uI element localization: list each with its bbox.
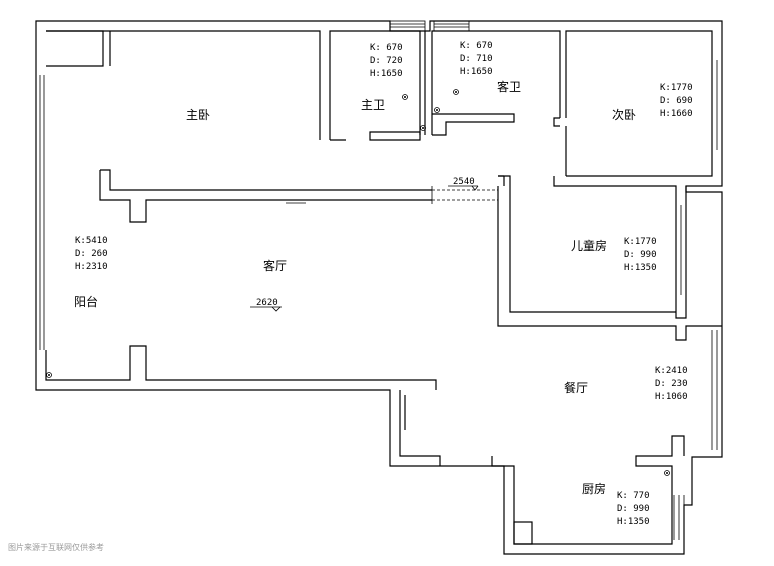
svg-text:D: 230: D: 230: [655, 379, 688, 389]
inner-wall: [46, 30, 713, 177]
dimension-living: 2620: [250, 298, 282, 312]
svg-text:K:5410: K:5410: [75, 236, 108, 246]
kids-room-wall: [497, 175, 722, 341]
dining-window: [711, 330, 723, 450]
room-label-master-bath: 主卫: [361, 98, 385, 112]
room-label-kitchen: 厨房: [582, 481, 606, 496]
svg-text:D: 720: D: 720: [370, 56, 403, 66]
svg-text:H:1350: H:1350: [617, 517, 650, 527]
dimension-corridor: 2540: [448, 177, 479, 191]
kitchen-cabinet: [513, 521, 533, 545]
room-label-kids-room: 儿童房: [571, 238, 607, 253]
svg-text:2620: 2620: [256, 298, 278, 308]
corridor-wall-top: [100, 169, 432, 191]
svg-text:D: 990: D: 990: [624, 250, 657, 260]
room-label-living-room: 客厅: [263, 258, 287, 273]
drain-icon: [46, 89, 670, 476]
kids-room-window: [675, 205, 687, 295]
svg-text:D: 990: D: 990: [617, 504, 650, 514]
kitchen-window: [673, 495, 685, 540]
svg-text:K: 770: K: 770: [617, 491, 650, 501]
spec-dining-room: K:2410 D: 230 H:1060: [655, 366, 688, 402]
watermark: 图片来源于互联网仅供参考: [8, 542, 104, 552]
svg-text:K:1770: K:1770: [660, 83, 693, 93]
living-entry-wall: [399, 390, 441, 466]
svg-text:K: 670: K: 670: [460, 41, 493, 51]
spec-living-room: K:5410 D: 260 H:2310: [75, 236, 108, 272]
kitchen-wall: [491, 435, 685, 545]
outer-wall: [35, 20, 723, 555]
bathroom-vents: [389, 20, 470, 32]
master-bath-walls: [330, 131, 421, 141]
balcony-window: [35, 75, 45, 350]
svg-text:H:1350: H:1350: [624, 263, 657, 273]
spec-kitchen: K: 770 D: 990 H:1350: [617, 491, 650, 527]
svg-text:2540: 2540: [453, 177, 475, 187]
spec-master-bath: K: 670 D: 720 H:1650: [370, 43, 403, 79]
svg-text:K:1770: K:1770: [624, 237, 657, 247]
second-bedroom-wall: [553, 117, 687, 319]
room-label-dining-room: 餐厅: [564, 380, 588, 395]
svg-text:H:2310: H:2310: [75, 262, 108, 272]
wardrobe-niche: [46, 30, 104, 67]
svg-text:H:1650: H:1650: [460, 67, 493, 77]
room-label-balcony: 阳台: [74, 294, 98, 309]
svg-text:K: 670: K: 670: [370, 43, 403, 53]
second-bedroom-window: [711, 60, 723, 150]
room-label-guest-bath: 客卫: [497, 79, 521, 94]
svg-text:H:1060: H:1060: [655, 392, 688, 402]
svg-text:K:2410: K:2410: [655, 366, 688, 376]
svg-text:H:1650: H:1650: [370, 69, 403, 79]
corridor-wall-bottom: [99, 170, 432, 223]
room-label-second-bedroom: 次卧: [612, 108, 636, 122]
living-lower-wall: [45, 345, 437, 390]
svg-text:D: 690: D: 690: [660, 96, 693, 106]
room-label-master-bedroom: 主卧: [186, 108, 210, 122]
spec-guest-bath: K: 670 D: 710 H:1650: [460, 41, 493, 77]
svg-text:H:1660: H:1660: [660, 109, 693, 119]
spec-second-bedroom: K:1770 D: 690 H:1660: [660, 83, 693, 119]
svg-text:D: 260: D: 260: [75, 249, 108, 259]
spec-kids-room: K:1770 D: 990 H:1350: [624, 237, 657, 273]
svg-text:D: 710: D: 710: [460, 54, 493, 64]
corridor-door-dash: [431, 186, 498, 204]
guest-bath-walls: [432, 113, 515, 136]
